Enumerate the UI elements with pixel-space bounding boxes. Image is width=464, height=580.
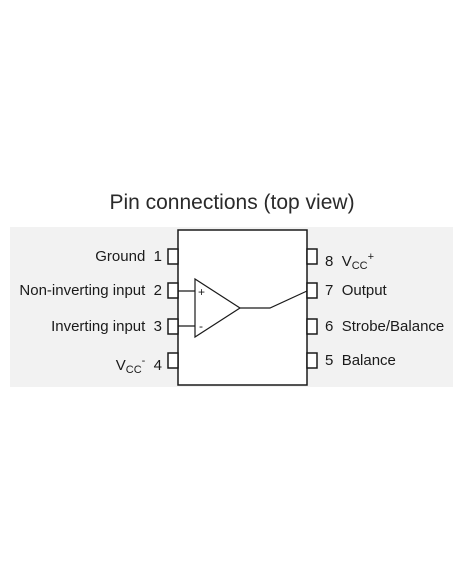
- vcc-plus-main: V: [341, 253, 352, 270]
- pin-5-pad: [306, 352, 318, 369]
- pin-2-number: 2: [153, 282, 162, 299]
- pin-7-label: Output: [341, 282, 387, 299]
- pin-4-number: 4: [153, 357, 162, 374]
- pin-5-row: 5 Balance: [325, 352, 396, 370]
- vcc-plus-sub: CC: [351, 260, 368, 272]
- opamp-plus-sign: +: [198, 285, 205, 299]
- pin-4-row: VCC- 4: [6, 352, 162, 379]
- output-wire: [240, 290, 308, 309]
- pin-3-label: Inverting input: [51, 318, 146, 335]
- pin-2-label: Non-inverting input: [19, 282, 146, 299]
- pin-6-label: Strobe/Balance: [341, 318, 445, 335]
- pin-3-pad: [167, 318, 179, 335]
- pin-5-label: Balance: [341, 352, 396, 369]
- pin-8-label: VCC+: [341, 251, 375, 272]
- pin-1-pad: [167, 248, 179, 265]
- pin-8-pad: [306, 248, 318, 265]
- pin-2-pad: [167, 282, 179, 299]
- pin-4-label: VCC-: [115, 355, 146, 376]
- pin-8-row: 8 VCC+: [325, 248, 374, 275]
- opamp-triangle: [194, 277, 242, 339]
- vcc-plus-sup: +: [367, 251, 375, 263]
- pin-7-pad: [306, 282, 318, 299]
- opamp-minus-sign: -: [199, 319, 203, 333]
- pin-5-number: 5: [325, 352, 334, 369]
- pin-3-number: 3: [153, 318, 162, 335]
- vcc-minus-main: V: [115, 357, 126, 374]
- pin-1-label: Ground: [95, 248, 146, 265]
- pin-7-row: 7 Output: [325, 282, 387, 300]
- pin-7-number: 7: [325, 282, 334, 299]
- pin-6-number: 6: [325, 318, 334, 335]
- vcc-minus-sub: CC: [125, 364, 142, 376]
- vcc-minus-sup: -: [141, 355, 146, 367]
- pin-6-pad: [306, 318, 318, 335]
- pin-3-row: Inverting input 3: [6, 318, 162, 336]
- pin-8-number: 8: [325, 253, 334, 270]
- pin-2-row: Non-inverting input 2: [6, 282, 162, 300]
- pin-4-pad: [167, 352, 179, 369]
- diagram-title: Pin connections (top view): [109, 191, 355, 214]
- pin-6-row: 6 Strobe/Balance: [325, 318, 444, 336]
- pin-1-number: 1: [153, 248, 162, 265]
- pin-1-row: Ground 1: [6, 248, 162, 266]
